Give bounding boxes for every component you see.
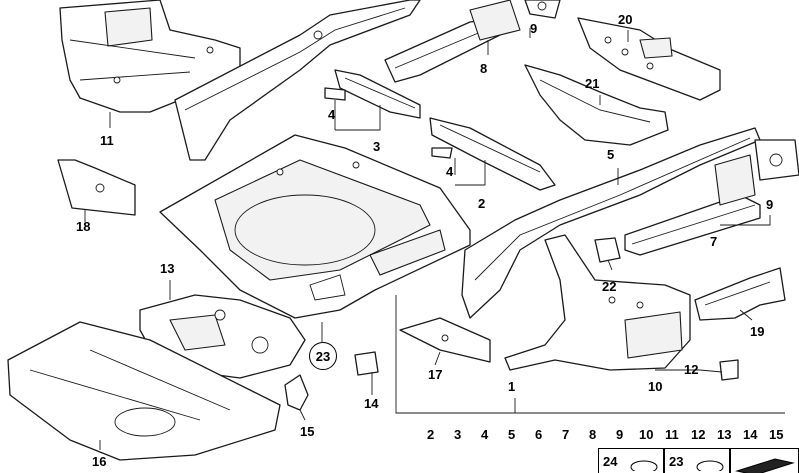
part-9-mount-plate	[754, 139, 799, 181]
thumbnail-3-part-icon	[735, 458, 795, 473]
index-label: 4	[481, 427, 489, 442]
callout-4a: 4	[328, 107, 336, 122]
callout-12: 12	[684, 362, 699, 377]
part-12-clip	[719, 359, 739, 381]
part-10-quarter-panel	[504, 234, 691, 371]
callout-4b: 4	[446, 164, 454, 179]
callout-5: 5	[607, 147, 615, 162]
callout-21: 21	[585, 76, 600, 91]
callout-1: 1	[508, 379, 516, 394]
part-15-clip	[284, 374, 309, 411]
part-19-bracket	[694, 267, 786, 321]
thumbnail-23-part-icon	[696, 460, 724, 471]
part-22-clip	[594, 237, 621, 263]
index-label: 9	[616, 427, 624, 442]
callout-3: 3	[373, 139, 381, 154]
part-14-clip	[354, 351, 379, 376]
index-label: 7	[562, 427, 570, 442]
callout-14: 14	[364, 396, 379, 411]
index-label: 5	[508, 427, 516, 442]
callout-20: 20	[618, 12, 633, 27]
callout-2: 2	[478, 196, 486, 211]
part-2-reinforcement	[429, 117, 556, 191]
part-8-side-member-upper	[384, 0, 561, 83]
part-rail-upper	[174, 0, 421, 161]
part-4-clip-a	[324, 87, 346, 101]
callout-11: 11	[100, 133, 114, 148]
callout-7: 7	[710, 234, 718, 249]
callout-15: 15	[300, 424, 315, 439]
index-label: 12	[691, 427, 706, 442]
index-label: 13	[717, 427, 732, 442]
part-7-side-member-lower	[624, 154, 761, 256]
index-label: 3	[454, 427, 462, 442]
callout-17: 17	[428, 367, 443, 382]
index-label: 6	[535, 427, 543, 442]
part-3-reinforcement	[334, 69, 421, 119]
callout-10: 10	[648, 379, 663, 394]
part-4-clip-b	[431, 147, 453, 159]
callout-16: 16	[92, 454, 107, 469]
callout-13: 13	[160, 261, 175, 276]
callout-9a: 9	[530, 21, 538, 36]
part-18-plate	[57, 159, 136, 216]
index-label: 8	[589, 427, 597, 442]
part-17-bracket	[399, 317, 491, 363]
callout-23-circled: 23	[309, 342, 337, 370]
thumbnail-23[interactable]: 23	[664, 448, 730, 473]
thumbnail-label: 24	[603, 454, 618, 469]
thumbnail-3[interactable]	[730, 448, 799, 473]
part-5-rail-lower	[461, 127, 761, 319]
part-20-bracket	[577, 17, 721, 101]
leader-lines	[84, 28, 785, 450]
callout-19: 19	[750, 324, 765, 339]
index-label: 14	[743, 427, 758, 442]
index-label: 2	[427, 427, 435, 442]
thumbnail-24-part-icon	[630, 460, 658, 471]
callout-8: 8	[480, 61, 488, 76]
index-label: 15	[769, 427, 784, 442]
index-label: 10	[639, 427, 654, 442]
index-row: 2 3 4 5 6 7 8 9 10 11 12 13 14 15	[427, 428, 799, 444]
part-11-floor-panel	[59, 0, 241, 113]
part-16-floor-panel	[7, 321, 281, 461]
callout-18: 18	[76, 219, 91, 234]
part-21-wheel-arch	[524, 64, 669, 146]
thumbnail-24[interactable]: 24	[598, 448, 664, 473]
callout-9b: 9	[766, 197, 774, 212]
index-label: 11	[665, 427, 679, 442]
part-trunk-floor	[159, 134, 471, 319]
thumbnail-label: 23	[669, 454, 684, 469]
callout-22: 22	[602, 279, 617, 294]
